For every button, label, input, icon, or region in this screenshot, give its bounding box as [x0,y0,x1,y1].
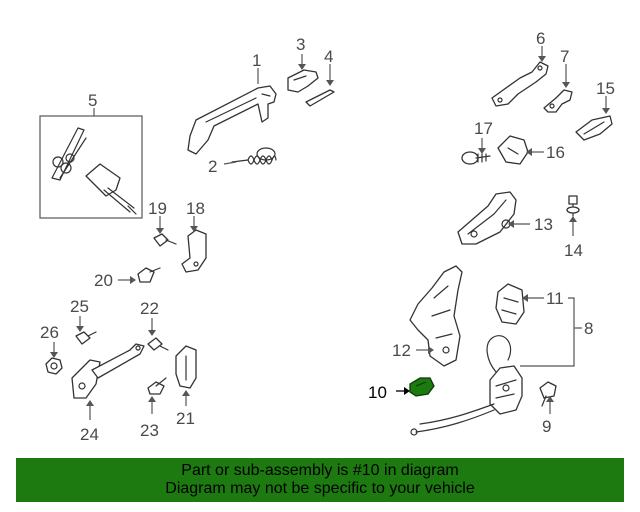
part-8-door-latch[interactable] [410,335,523,436]
callout-19: 19 [148,199,167,218]
callout-3: 3 [296,35,305,54]
callout-22: 22 [140,299,159,318]
callout-14: 14 [564,241,583,260]
part-5-lock-cylinder-set[interactable] [39,115,143,219]
callout-11: 11 [546,289,564,308]
part-16-pad[interactable] [497,135,529,165]
callout-26: 26 [40,323,59,342]
part-15-cover[interactable] [575,115,613,141]
callout-16: 16 [546,143,565,162]
callout-7: 7 [560,47,569,66]
part-7-small-bracket[interactable] [543,89,573,113]
callout-10: 10 [368,383,387,402]
banner-line-2: Diagram may not be specific to your vehi… [165,480,475,497]
callout-13: 13 [534,215,553,234]
callout-4: 4 [324,47,333,66]
part-18-bracket[interactable] [181,229,207,273]
part-2-spring[interactable] [231,147,277,165]
part-3-handle-cap[interactable] [287,69,319,93]
part-17-screw[interactable] [461,151,491,165]
part-4-gasket[interactable] [305,89,335,107]
part-14-bolt[interactable] [566,195,580,217]
callout-17: 17 [474,119,493,138]
callout-25: 25 [70,297,89,316]
leader-2 [223,161,237,165]
part-25-bolt[interactable] [75,331,97,345]
callout-6: 6 [536,29,545,48]
part-22-bolt[interactable] [147,337,169,351]
callout-24: 24 [80,425,99,444]
part-13-inside-handle[interactable] [457,191,517,245]
banner-line-1: Part or sub-assembly is #10 in diagram [181,462,459,479]
part-9-bolt[interactable] [539,381,557,407]
callout-8: 8 [584,319,593,338]
callout-2: 2 [208,157,217,176]
part-24-door-check[interactable] [71,343,145,399]
callout-9: 9 [542,417,551,436]
part-11-motor[interactable] [495,283,525,325]
part-6-frame-bracket[interactable] [491,61,549,107]
callout-20: 20 [94,271,113,290]
part-19-bolt[interactable] [153,233,177,247]
callout-15: 15 [596,79,615,98]
part-12-actuator-frame[interactable] [409,265,463,367]
part-1-outside-handle[interactable] [187,85,277,155]
part-10-switch-highlighted[interactable] [409,377,435,397]
part-21-hinge-bracket[interactable] [175,345,197,389]
callout-21: 21 [176,409,195,428]
part-26-nut[interactable] [45,357,63,375]
callout-5: 5 [88,91,97,110]
bracket-8 [520,297,575,367]
info-banner: Part or sub-assembly is #10 in diagram D… [16,458,624,502]
callout-23: 23 [140,421,159,440]
callout-12: 12 [392,341,411,360]
callout-1: 1 [252,51,261,70]
part-23-bolt[interactable] [147,377,167,395]
part-20-bolt[interactable] [137,267,161,283]
callout-18: 18 [186,199,205,218]
parts-diagram: 1 2 3 4 5 [39,29,615,444]
